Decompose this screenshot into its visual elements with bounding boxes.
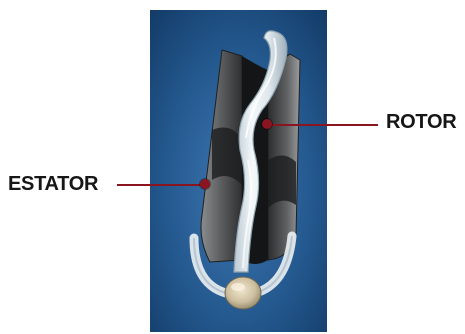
stator-callout-line <box>117 184 206 186</box>
rotor-label: ROTOR <box>386 112 456 132</box>
rotor-base <box>225 277 261 309</box>
rotor-callout-marker <box>262 119 272 129</box>
stator-label: ESTATOR <box>8 174 98 194</box>
rotor-callout-line <box>267 124 378 126</box>
pump-photo <box>150 10 327 332</box>
stator-callout-marker <box>200 179 210 189</box>
